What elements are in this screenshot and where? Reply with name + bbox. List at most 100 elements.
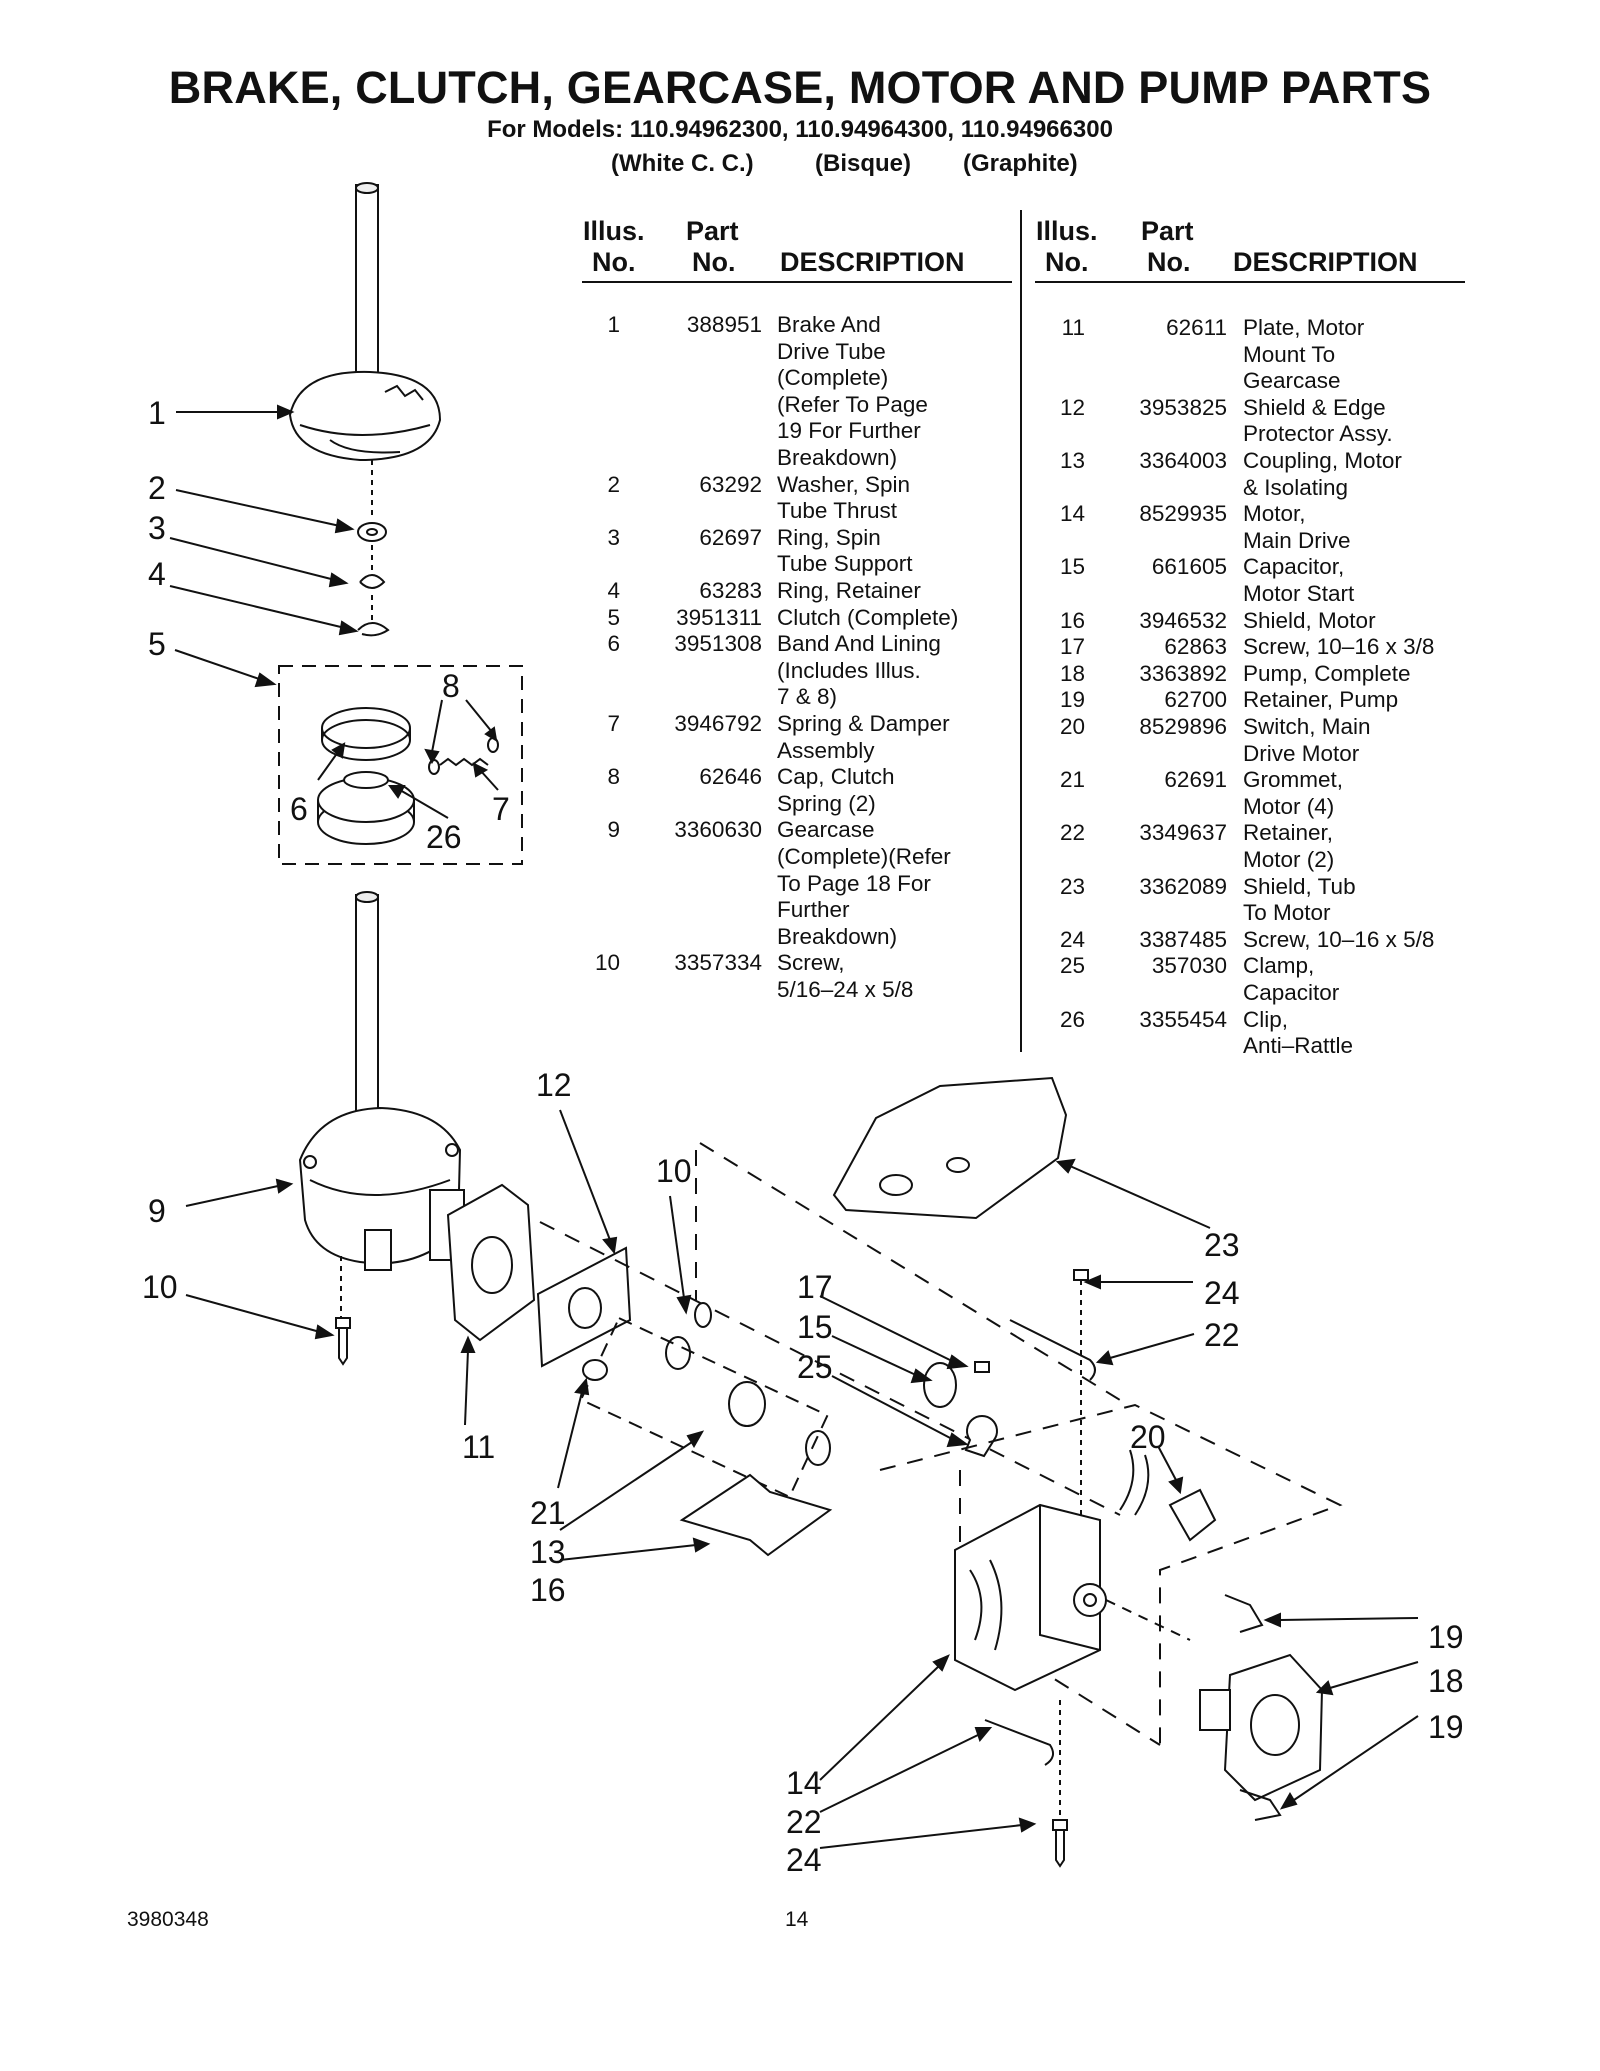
- illus-number: 5: [607, 604, 620, 630]
- part-description-line: Band And Lining: [777, 631, 941, 657]
- part-description-line: Spring (2): [777, 790, 876, 816]
- header-description: DESCRIPTION: [780, 247, 965, 277]
- motor-capacitor: [923, 1362, 957, 1408]
- callout-label: 15: [797, 1309, 833, 1345]
- part-description-line: Motor Start: [1243, 580, 1355, 606]
- part-description-line: Screw, 10–16 x 5/8: [1243, 926, 1435, 952]
- callout-label: 25: [797, 1349, 833, 1385]
- part-number: 63292: [699, 471, 762, 497]
- part-description-line: Protector Assy.: [1243, 421, 1393, 447]
- coupling-assembly: [579, 1316, 831, 1499]
- retainer-ring: [357, 622, 390, 637]
- part-description-line: Ring, Spin: [777, 524, 881, 550]
- motor-shield: [679, 1473, 833, 1557]
- color-white: (White C. C.): [611, 150, 754, 177]
- illus-number: 1: [607, 312, 620, 337]
- part-description-line: 5/16–24 x 5/8: [777, 976, 914, 1002]
- illus-number: 2: [607, 471, 620, 497]
- mount-screw-10: [694, 1302, 712, 1328]
- callout-label: 24: [786, 1842, 822, 1878]
- part-description-line: Mount To: [1243, 341, 1336, 367]
- anti-rattle-clip: [343, 771, 389, 789]
- illus-number: 7: [607, 711, 620, 736]
- callout-label: 26: [426, 819, 462, 855]
- illus-number: 16: [1059, 607, 1085, 633]
- part-description-line: Clutch (Complete): [777, 604, 959, 630]
- part-description-line: Gearcase: [777, 817, 875, 843]
- header-part-r1: Part: [1141, 216, 1194, 246]
- callout-label: 9: [148, 1193, 166, 1229]
- header-illus-r2: No.: [1045, 247, 1089, 277]
- part-description-line: 19 For Further: [777, 418, 921, 444]
- part-number: 3951308: [674, 631, 762, 657]
- color-graphite: (Graphite): [963, 150, 1078, 177]
- page-title: BRAKE, CLUTCH, GEARCASE, MOTOR AND PUMP …: [168, 62, 1432, 113]
- clutch-spring: [439, 757, 489, 767]
- part-description-line: Clamp,: [1243, 953, 1315, 979]
- motor-mount-plate: [446, 1183, 536, 1342]
- part-description-line: (Complete): [777, 365, 889, 391]
- part-number: 3387485: [1139, 926, 1227, 952]
- part-number: 388951: [686, 312, 762, 337]
- header-illus-l1: Illus.: [583, 216, 645, 246]
- part-number: 357030: [1151, 953, 1227, 979]
- part-description-line: Assembly: [777, 737, 875, 763]
- part-description-line: Shield, Motor: [1243, 607, 1376, 633]
- header-illus-r1: Illus.: [1036, 216, 1098, 246]
- part-description-line: (Includes Illus.: [777, 657, 921, 683]
- callout-label: 22: [1204, 1317, 1240, 1353]
- part-description-line: Breakdown): [777, 923, 898, 949]
- part-description-line: Clip,: [1243, 1006, 1289, 1032]
- part-description-line: Drive Motor: [1243, 740, 1360, 766]
- header-part-r2: No.: [1147, 247, 1191, 277]
- models-line: For Models: 110.94962300, 110.94964300, …: [487, 116, 1113, 143]
- pump-retainer-upper: [1224, 1594, 1264, 1633]
- color-bisque: (Bisque): [815, 150, 911, 177]
- gearcase-screw: [335, 1317, 351, 1329]
- part-description-line: 7 & 8): [777, 684, 838, 710]
- header-part-l2: No.: [692, 247, 736, 277]
- illus-number: 24: [1059, 926, 1085, 952]
- callout-label: 6: [290, 791, 308, 827]
- grommet: [582, 1359, 608, 1381]
- callout-label: 22: [786, 1804, 822, 1840]
- part-description-line: Gearcase: [1243, 368, 1341, 394]
- left-header-rule: [582, 281, 1012, 283]
- part-description-line: (Complete)(Refer: [777, 843, 951, 869]
- part-description-line: Switch, Main: [1243, 714, 1371, 739]
- part-description-line: Brake And: [777, 312, 881, 337]
- callout-label: 4: [148, 556, 166, 592]
- part-description-line: (Refer To Page: [777, 391, 928, 417]
- illus-number: 21: [1059, 767, 1085, 793]
- part-number: 62611: [1166, 315, 1227, 340]
- clutch-assembly-box: [278, 665, 523, 865]
- part-description-line: Cap, Clutch: [777, 764, 895, 790]
- part-description-line: Ring, Retainer: [777, 578, 921, 603]
- callout-label: 19: [1428, 1709, 1464, 1745]
- illus-number: 18: [1059, 660, 1085, 686]
- part-number: 3363892: [1139, 660, 1227, 686]
- callout-label: 19: [1428, 1619, 1464, 1655]
- part-number: 62697: [699, 524, 762, 550]
- part-description-line: Plate, Motor: [1243, 315, 1365, 340]
- part-description-line: Capacitor: [1243, 979, 1340, 1005]
- callout-label: 14: [786, 1765, 822, 1801]
- illus-number: 20: [1059, 714, 1085, 739]
- illus-number: 10: [594, 950, 620, 976]
- spin-tube-ring: [359, 574, 386, 589]
- part-description-line: Tube Thrust: [777, 498, 898, 524]
- part-number: 63283: [699, 578, 762, 603]
- motor-switch: [1168, 1488, 1217, 1542]
- shield-edge-protector: [536, 1246, 632, 1368]
- header-part-l1: Part: [686, 216, 739, 246]
- illus-number: 19: [1059, 687, 1085, 713]
- table-column-divider: [1020, 210, 1022, 1052]
- part-number: 62700: [1164, 687, 1227, 713]
- part-description-line: Shield & Edge: [1243, 394, 1386, 420]
- part-description-line: Motor (4): [1243, 793, 1335, 819]
- motor-retainer-lower: [984, 1719, 1055, 1766]
- part-number: 3360630: [674, 817, 762, 843]
- part-description-line: Further: [777, 897, 850, 923]
- header-illus-l2: No.: [592, 247, 636, 277]
